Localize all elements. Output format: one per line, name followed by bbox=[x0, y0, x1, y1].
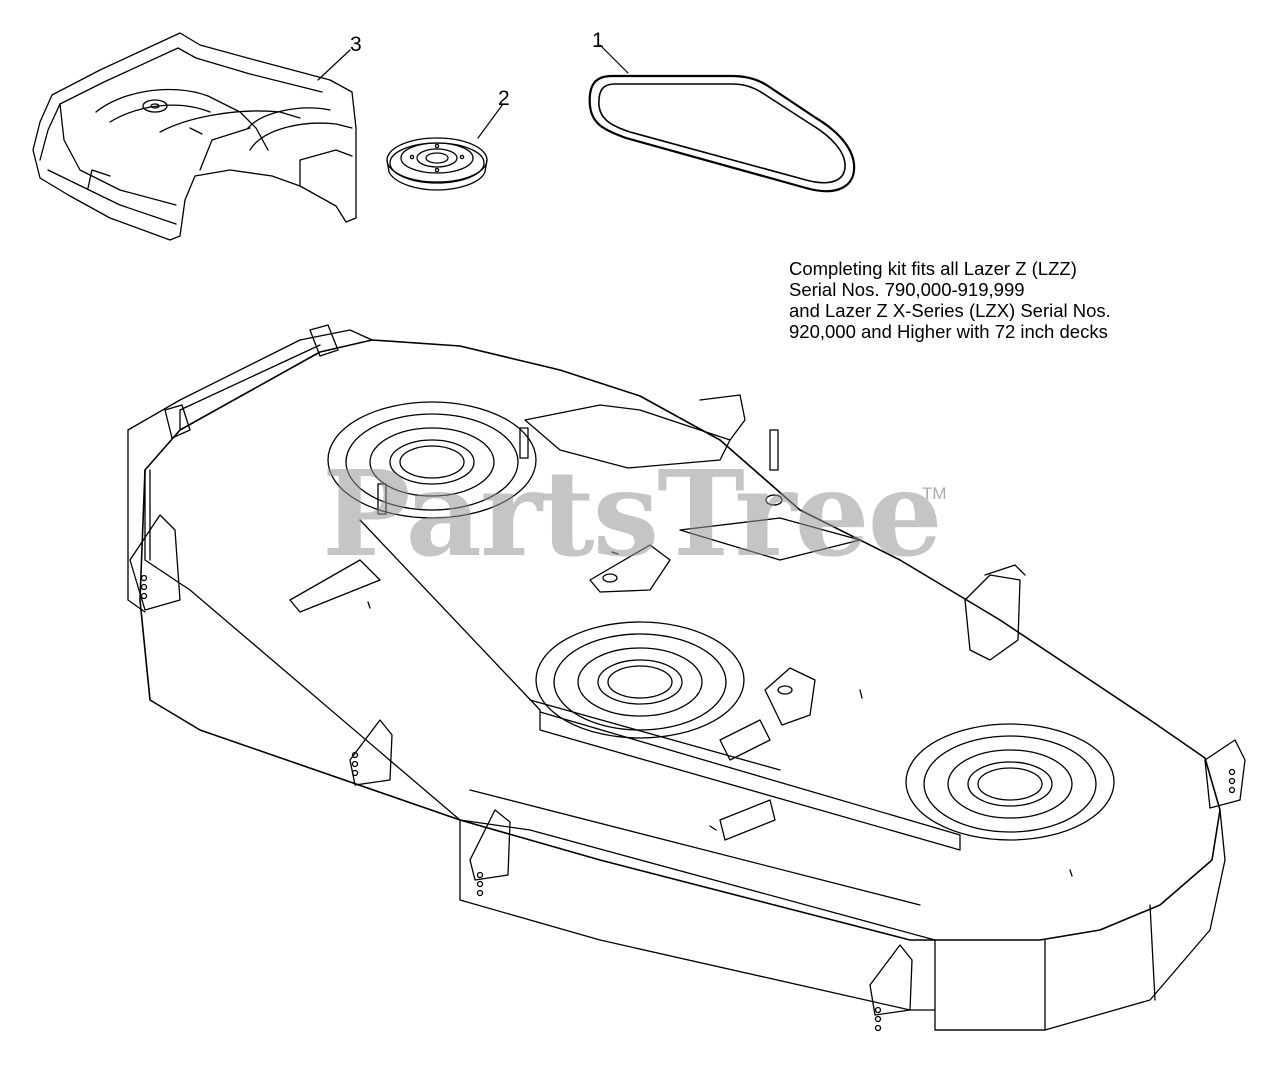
pulley-part bbox=[386, 137, 488, 191]
note-line: 920,000 and Higher with 72 inch decks bbox=[789, 321, 1108, 342]
callout-2: 2 bbox=[498, 87, 510, 110]
note-line: Completing kit fits all Lazer Z (LZZ) bbox=[789, 258, 1077, 279]
callout-leaders bbox=[317, 44, 629, 139]
trademark-mark: TM bbox=[922, 484, 947, 503]
mower-deck-part bbox=[127, 324, 1246, 1032]
watermark: PartsTree bbox=[322, 444, 943, 583]
belt-cover-part bbox=[32, 32, 357, 241]
callout-1: 1 bbox=[592, 29, 604, 52]
compatibility-note: Completing kit fits all Lazer Z (LZZ) Se… bbox=[789, 258, 1209, 342]
note-line: and Lazer Z X-Series (LZX) Serial Nos. bbox=[789, 300, 1111, 321]
belt-part bbox=[588, 74, 856, 193]
callout-3: 3 bbox=[350, 33, 362, 56]
note-line: Serial Nos. 790,000-919,999 bbox=[789, 279, 1025, 300]
